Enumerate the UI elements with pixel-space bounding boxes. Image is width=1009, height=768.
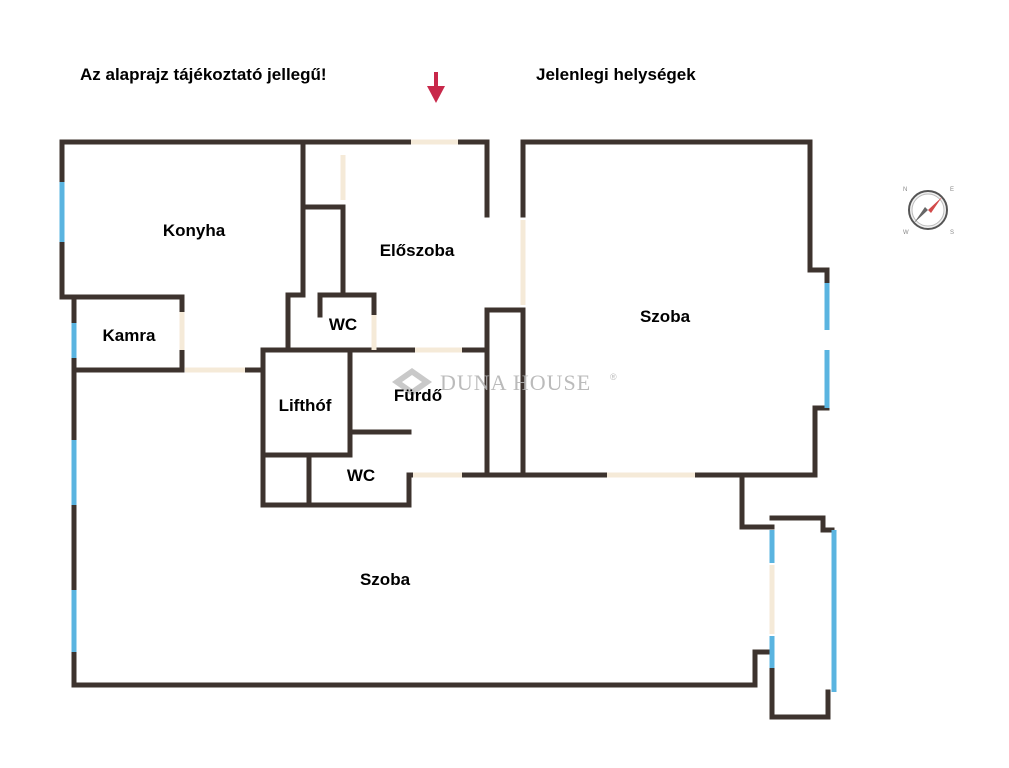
room-label-pantry: Kamra	[103, 326, 156, 345]
room-label-hall: Előszoba	[380, 241, 455, 260]
duna-house-watermark: DUNA HOUSE ®	[392, 368, 617, 396]
compass-s-label: S	[950, 230, 954, 236]
room-label-lightwell: Lifthóf	[279, 396, 332, 415]
compass-icon: N E S W	[903, 187, 954, 236]
room-label-wc-upper: WC	[329, 315, 357, 334]
compass-n-label: N	[903, 187, 907, 193]
watermark-registered: ®	[610, 372, 617, 382]
room-label-room-bottom: Szoba	[360, 570, 411, 589]
entrance-arrow-icon	[427, 72, 445, 103]
room-label-room-right: Szoba	[640, 307, 691, 326]
room-label-kitchen: Konyha	[163, 221, 226, 240]
disclaimer-text: Az alaprajz tájékoztató jellegű!	[80, 65, 327, 84]
windows	[59, 182, 837, 692]
room-label-wc-lower: WC	[347, 466, 375, 485]
compass-e-label: E	[950, 187, 954, 193]
watermark-text: DUNA HOUSE	[440, 370, 591, 395]
doors	[179, 139, 775, 634]
compass-w-label: W	[903, 230, 909, 236]
current-rooms-text: Jelenlegi helységek	[536, 65, 696, 84]
duna-house-logo-icon	[392, 368, 432, 396]
room-label-bathroom: Fürdő	[394, 386, 442, 405]
